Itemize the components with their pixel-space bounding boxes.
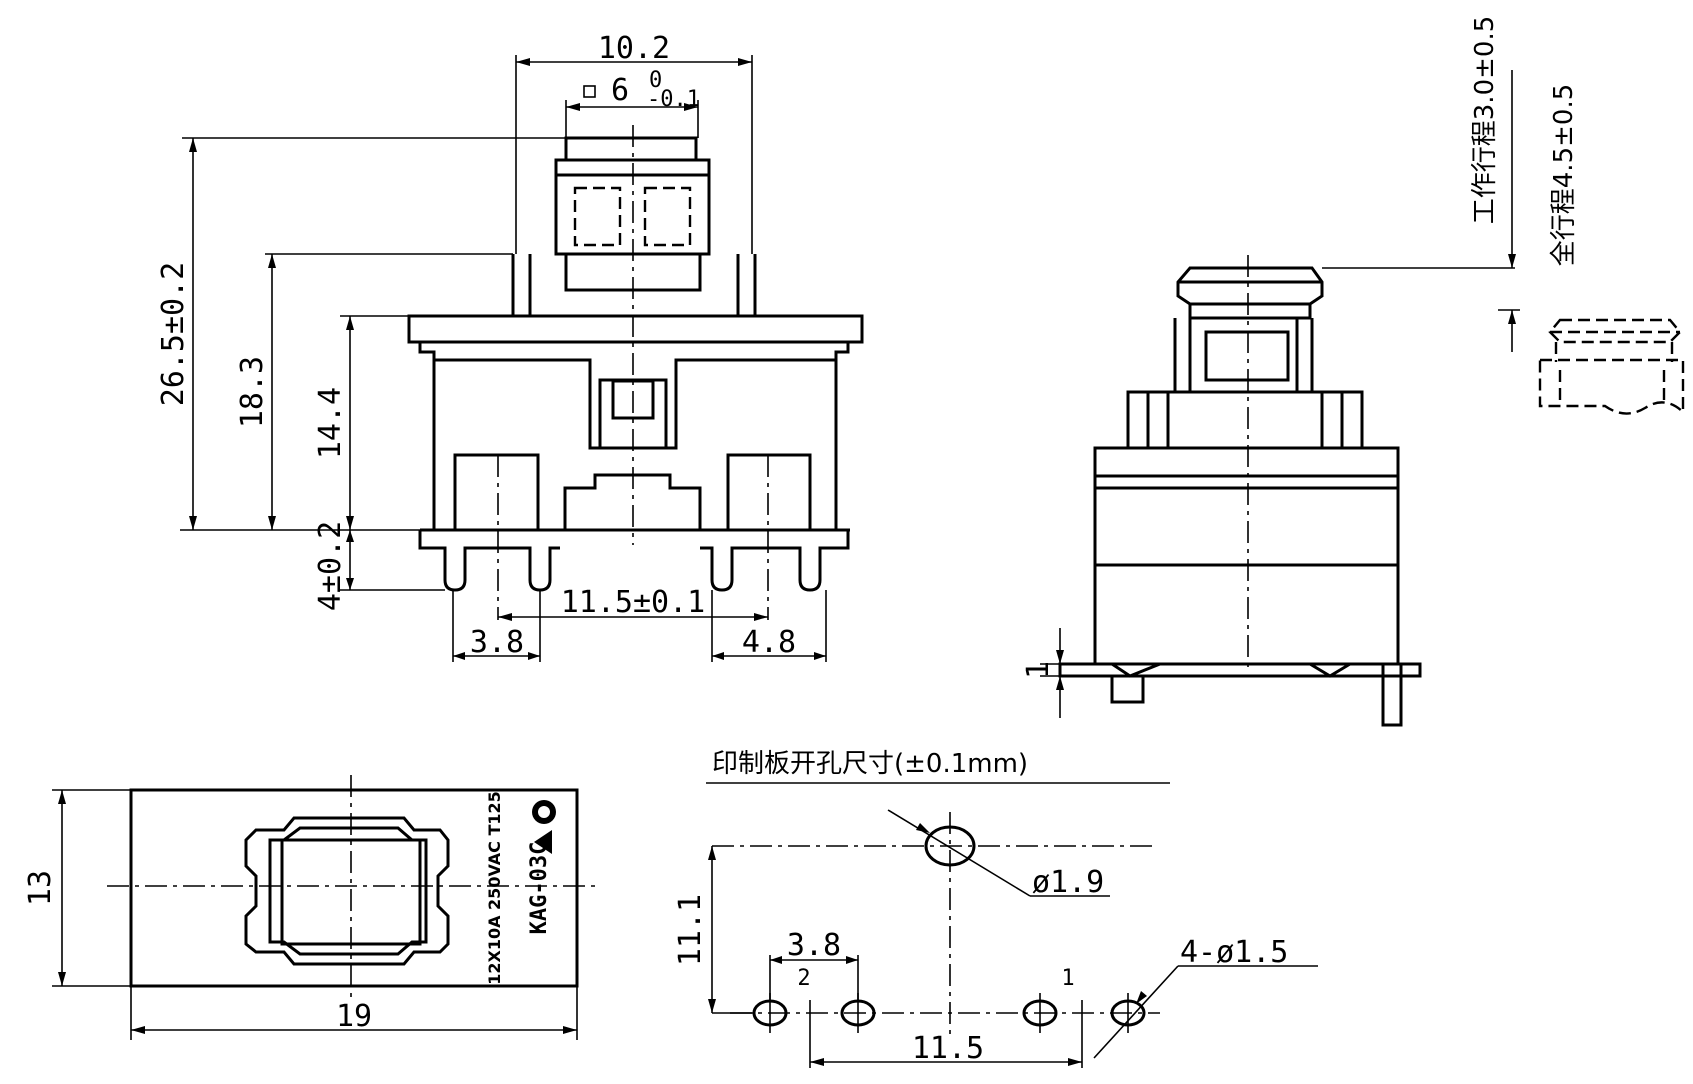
- pin-hole-icon: [1110, 993, 1146, 1033]
- dim-pin-spacing: 11.5±0.1: [561, 585, 706, 620]
- marking-model: KAG-03C: [527, 842, 552, 935]
- pin-label-1: 1: [1061, 966, 1074, 991]
- dim-cap-tol-upper: 0: [649, 68, 662, 93]
- dim-pin-pair-left: 3.8: [470, 625, 524, 660]
- dim-pin-length: 4±0.2: [313, 521, 348, 611]
- dim-pin-pair-pitch: 3.8: [787, 928, 841, 963]
- dim-height-shoulder: 18.3: [235, 356, 270, 428]
- dim-pin-pair-right: 4.8: [742, 625, 796, 660]
- dim-center-hole: ø1.9: [1032, 865, 1104, 900]
- dim-total-travel: 全行程4.5±0.5: [1549, 84, 1579, 266]
- pcb-layout: 印制板开孔尺寸(±0.1mm) ø1.9 2: [673, 749, 1318, 1068]
- dim-working-travel: 工作行程3.0±0.5: [1470, 16, 1500, 224]
- dim-height-total: 26.5±0.2: [156, 262, 191, 407]
- dim-pin-holes: 4-ø1.5: [1180, 935, 1288, 970]
- top-view: 12X10A 250VAC T125 KAG-03C 13 19: [23, 775, 595, 1040]
- dim-vertical-offset: 11.1: [673, 894, 708, 966]
- warning-triangle-icon: [534, 830, 552, 854]
- dim-pin-span: 11.5: [912, 1031, 984, 1066]
- dim-width-top: 10.2: [598, 31, 670, 66]
- dim-width-top-view: 19: [336, 999, 372, 1034]
- side-view: 1 工作行程3.0±0.5 全行程4.5±0.5: [1021, 16, 1685, 727]
- pin-hole-icon: [1022, 993, 1058, 1033]
- pin-label-2: 2: [797, 966, 810, 991]
- dim-height-top: 13: [23, 870, 58, 906]
- square-symbol-icon: [583, 85, 596, 98]
- front-view: 10.2 6 0 -0.1 26.5±0.2 18.3 14.4: [156, 31, 864, 662]
- marking-rating: 12X10A 250VAC T125: [485, 791, 504, 985]
- pcb-layout-title: 印制板开孔尺寸(±0.1mm): [712, 749, 1028, 779]
- dim-base-offset: 1: [1021, 661, 1056, 679]
- dim-cap-tol-lower: -0.1: [647, 87, 700, 112]
- dim-height-body: 14.4: [313, 387, 348, 459]
- dim-cap-square: 6: [611, 73, 629, 108]
